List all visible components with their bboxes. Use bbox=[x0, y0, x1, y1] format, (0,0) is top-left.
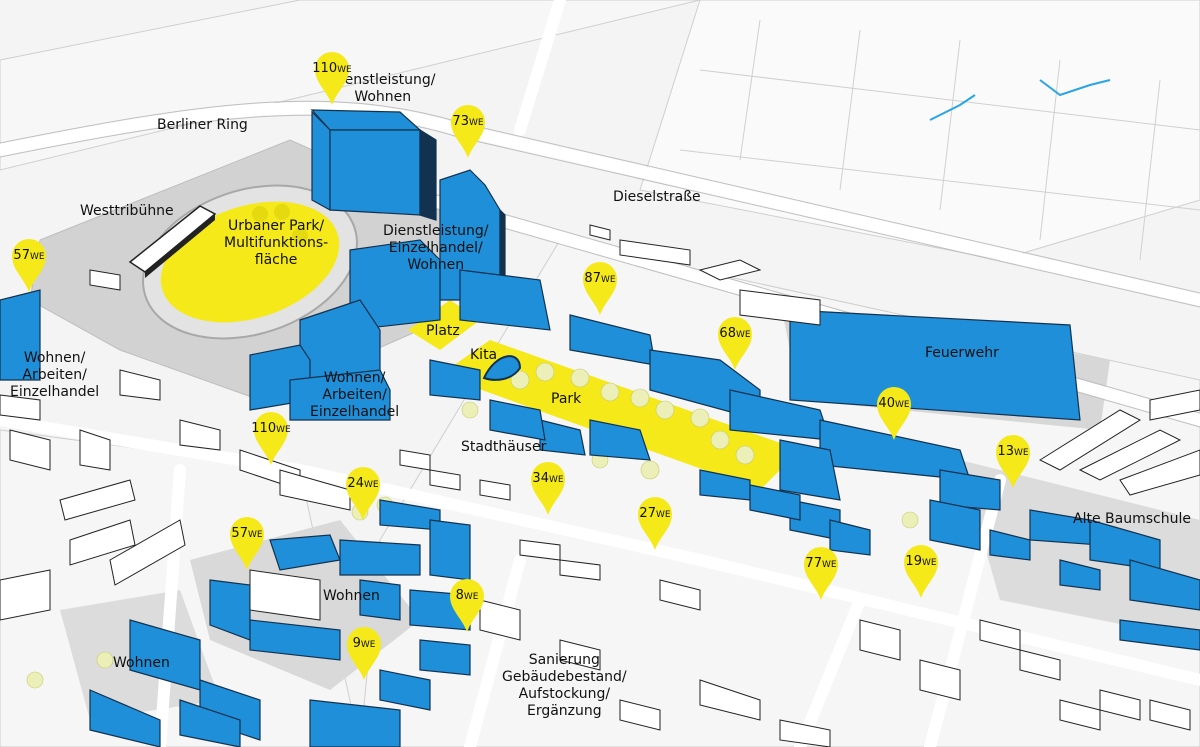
map-pin-icon bbox=[315, 52, 349, 105]
unit-pin-suffix: WE bbox=[600, 275, 616, 285]
park-area bbox=[440, 340, 800, 490]
map-pin-icon bbox=[12, 239, 46, 292]
unit-pin-suffix: WE bbox=[921, 558, 937, 568]
area-label-sanierung: Sanierung Gebäudebestand/ Aufstockung/ E… bbox=[502, 652, 627, 719]
map-pin-icon bbox=[347, 627, 381, 680]
unit-pin-suffix: WE bbox=[360, 640, 376, 650]
map-pin-icon bbox=[230, 517, 264, 570]
new-buildings bbox=[0, 109, 1200, 747]
unit-pin-label: 24WE bbox=[341, 476, 385, 491]
unit-pin-suffix: WE bbox=[247, 530, 263, 540]
unit-pin-value: 110 bbox=[251, 421, 277, 436]
unit-pin-suffix: WE bbox=[821, 560, 837, 570]
area-label-wohnen-1: Wohnen bbox=[323, 588, 380, 604]
unit-pin-suffix: WE bbox=[894, 400, 910, 410]
unit-pin-label: 68WE bbox=[713, 326, 757, 341]
unit-pin-label: 13WE bbox=[991, 444, 1035, 459]
area-label-wohnen-arbeiten-einzelhandel-west: Wohnen/ Arbeiten/ Einzelhandel bbox=[10, 350, 100, 400]
unit-pin-label: 57WE bbox=[225, 526, 269, 541]
unit-pin-value: 9 bbox=[352, 636, 361, 651]
existing-buildings bbox=[0, 224, 1200, 747]
unit-pin-value: 57 bbox=[231, 526, 248, 541]
unit-pin-label: 87WE bbox=[578, 271, 622, 286]
unit-pin-label: 40WE bbox=[872, 396, 916, 411]
unit-pin-value: 19 bbox=[905, 554, 922, 569]
map-pin-icon bbox=[804, 547, 838, 600]
map-pin-icon bbox=[254, 412, 288, 465]
unit-pin-suffix: WE bbox=[463, 592, 479, 602]
unit-pin-suffix: WE bbox=[1013, 448, 1029, 458]
area-label-feuerwehr: Feuerwehr bbox=[925, 345, 999, 361]
unit-pin-value: 40 bbox=[878, 396, 895, 411]
unit-pin-suffix: WE bbox=[29, 252, 45, 262]
unit-pin-label: 57WE bbox=[7, 248, 51, 263]
unit-pin-value: 34 bbox=[532, 471, 549, 486]
kita-building bbox=[482, 355, 522, 381]
unit-pin-suffix: WE bbox=[276, 425, 291, 435]
unit-pin-label: 9WE bbox=[342, 636, 386, 651]
unit-pin-value: 13 bbox=[997, 444, 1014, 459]
unit-pin-value: 24 bbox=[347, 476, 364, 491]
area-label-westtribuene: Westtribühne bbox=[80, 203, 174, 219]
unit-pin-value: 73 bbox=[452, 114, 469, 129]
unit-pin-suffix: WE bbox=[548, 475, 564, 485]
map-pin-icon bbox=[346, 467, 380, 520]
unit-pin-value: 77 bbox=[805, 556, 822, 571]
park-trees bbox=[26, 341, 919, 689]
area-label-wohnen-2: Wohnen bbox=[113, 655, 170, 671]
map-pin-icon bbox=[450, 579, 484, 632]
area-label-urbaner-park: Urbaner Park/ Multifunktions- fläche bbox=[224, 218, 329, 268]
area-label-alte-baumschule: Alte Baumschule bbox=[1073, 511, 1191, 527]
unit-pin-value: 27 bbox=[639, 506, 656, 521]
unit-pin-label: 19WE bbox=[899, 554, 943, 569]
map-pin-icon bbox=[451, 105, 485, 158]
unit-pin-suffix: WE bbox=[655, 510, 671, 520]
stadium-trees bbox=[252, 204, 308, 244]
street-label-dieselstrasse: Dieselstraße bbox=[613, 189, 701, 205]
river bbox=[929, 79, 1111, 121]
unit-pin-label: 8WE bbox=[445, 588, 489, 603]
parcel-lines bbox=[679, 19, 1200, 261]
unit-pin-suffix: WE bbox=[337, 65, 352, 75]
unit-pin-label: 27WE bbox=[633, 506, 677, 521]
map-pin-icon bbox=[996, 435, 1030, 488]
area-label-stadthaeuser: Stadthäuser bbox=[461, 439, 547, 455]
map-pin-icon bbox=[877, 387, 911, 440]
area-label-dienstleistung-einzelhandel-wohnen: Dienstleistung/ Einzelhandel/ Wohnen bbox=[383, 223, 489, 273]
map-pin-icon bbox=[718, 317, 752, 370]
map-pin-icon bbox=[583, 262, 617, 315]
area-label-wohnen-arbeiten-einzelhandel-mid: Wohnen/ Arbeiten/ Einzelhandel bbox=[310, 370, 400, 420]
unit-pin-label: 34WE bbox=[526, 471, 570, 486]
map-pin-icon bbox=[638, 497, 672, 550]
unit-pin-value: 68 bbox=[719, 326, 736, 341]
unit-pin-suffix: WE bbox=[468, 118, 484, 128]
area-label-kita: Kita bbox=[470, 347, 498, 363]
area-label-park: Park bbox=[551, 391, 582, 407]
map-pin-icon bbox=[904, 545, 938, 598]
unit-pin-value: 110 bbox=[312, 61, 338, 76]
unit-pin-value: 8 bbox=[455, 588, 464, 603]
map-pin-icon bbox=[531, 462, 565, 515]
street-label-berliner-ring: Berliner Ring bbox=[157, 117, 248, 133]
area-label-platz: Platz bbox=[426, 323, 460, 339]
unit-pin-value: 87 bbox=[584, 271, 601, 286]
area-label-dienstleistung-wohnen: Dienstleistung/ Wohnen bbox=[330, 72, 436, 105]
unit-pin-label: 110WE bbox=[249, 421, 293, 436]
unit-pin-suffix: WE bbox=[735, 330, 751, 340]
unit-pin-label: 73WE bbox=[446, 114, 490, 129]
unit-pin-value: 57 bbox=[13, 248, 30, 263]
unit-pin-label: 77WE bbox=[799, 556, 843, 571]
unit-pin-suffix: WE bbox=[363, 480, 379, 490]
unit-pin-label: 110WE bbox=[310, 61, 354, 76]
